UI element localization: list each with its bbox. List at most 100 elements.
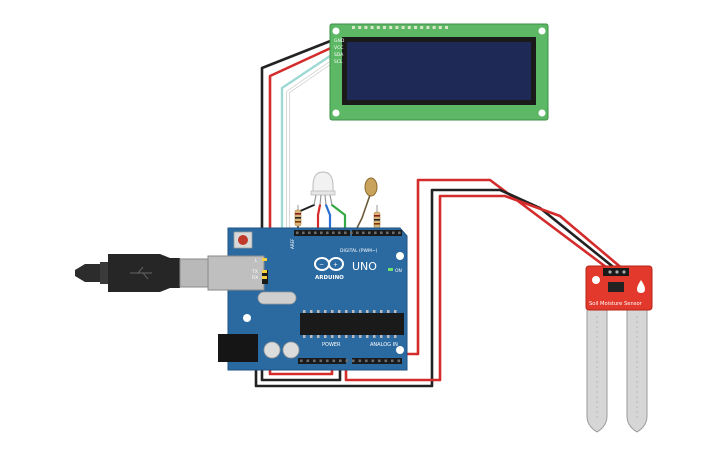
soil-moisture-sensor[interactable]: Soil Moisture Sensor: [585, 265, 653, 433]
header-pin-hole: [319, 359, 323, 363]
sensor-label: Soil Moisture Sensor: [589, 301, 643, 307]
lcd-pin: [401, 26, 405, 29]
svg-text:+: +: [333, 262, 338, 269]
chip-pin: [317, 310, 320, 313]
lcd-pin: [414, 26, 417, 29]
header-pin-hole: [345, 359, 349, 363]
lcd-pin: [407, 26, 411, 29]
header-pin-hole: [397, 359, 401, 363]
power-led: [388, 268, 393, 271]
digital-header-right: [352, 230, 402, 236]
usb-icon: [130, 266, 152, 280]
power-led-label: ON: [395, 268, 402, 274]
arduino-model: UNO: [352, 260, 377, 273]
led-label-rx: RX: [252, 275, 258, 281]
digital-pin-hole: [302, 231, 305, 235]
wire-soil-vcc[interactable]: [358, 178, 612, 356]
chip-pin: [387, 310, 390, 313]
lcd-pin: [370, 26, 374, 29]
crystal-oscillator: [257, 291, 297, 305]
chip-pin: [394, 310, 397, 313]
digital-pin-hole: [320, 231, 323, 235]
header-pin-hole: [332, 359, 336, 363]
lcd-pin-vcc-label: VCC: [334, 45, 343, 51]
lcd-pin: [432, 26, 436, 29]
lcd-pin: [438, 26, 442, 29]
chip-pin: [310, 310, 313, 313]
analog-header: [352, 358, 402, 364]
header-pin-hole: [371, 359, 375, 363]
lcd-pin: [426, 26, 430, 29]
lcd-pin-scl-label: SCL: [334, 59, 343, 65]
led-label-l: L: [255, 258, 258, 264]
chip-pin: [366, 335, 369, 338]
lcd-pin: [420, 26, 424, 29]
svg-text:−: −: [319, 262, 324, 269]
digital-pin-hole: [350, 231, 353, 235]
header-pin-hole: [365, 359, 368, 363]
bottom-pin-holes: [300, 359, 401, 363]
lcd-pin: [358, 26, 362, 29]
digital-pin-hole: [314, 231, 317, 235]
arduino-logo: − + ARDUINO: [314, 257, 344, 281]
drop-icon: [637, 280, 645, 293]
chip-pin: [352, 335, 355, 338]
chip-pin: [338, 335, 341, 338]
lcd-pin-row: [352, 26, 448, 29]
chip-pin: [345, 310, 348, 313]
digital-pin-hole: [344, 231, 347, 235]
digital-pin-hole: [338, 231, 341, 235]
chip-pin: [373, 335, 376, 338]
chip-pin: [338, 310, 341, 313]
chip-pin: [303, 310, 306, 313]
lcd-pin-gnd-label: GND: [334, 38, 345, 44]
digital-pin-hole: [326, 231, 329, 235]
usb-port: [207, 255, 265, 291]
lcd-pin: [445, 26, 448, 29]
wire-soil-signal[interactable]: [344, 194, 626, 382]
mount-hole: [243, 314, 251, 322]
wire-lcd-sda[interactable]: [280, 52, 335, 240]
rgb-led[interactable]: [310, 171, 336, 206]
mount-hole: [332, 27, 340, 35]
digital-pin-hole: [308, 231, 311, 235]
arduino-uno-board[interactable]: L TX RX ON − + ARDUINO UNO DIGITAL (PWM~…: [207, 227, 408, 371]
chip-pin: [366, 310, 369, 313]
led-label-tx: TX: [251, 269, 258, 275]
chip-pin: [324, 335, 327, 338]
reset-button[interactable]: [233, 231, 253, 249]
header-pin-hole: [358, 359, 362, 363]
status-leds: L TX RX: [251, 258, 267, 281]
digital-pin-hole: [374, 231, 377, 235]
lcd-module[interactable]: GND VCC SDA SCL: [329, 23, 549, 121]
wire-lcd-scl[interactable]: [287, 60, 334, 239]
wire-lcd-gnd[interactable]: [260, 38, 342, 382]
sensor-probe-right: [626, 307, 648, 433]
mount-hole: [332, 109, 340, 117]
arduino-brand: ARDUINO: [315, 275, 344, 281]
chip-pin: [394, 335, 397, 338]
chip-pin: [345, 335, 348, 338]
chip-pin: [373, 310, 376, 313]
mount-hole: [538, 109, 546, 117]
lcd-pin-sda-label: SDA: [334, 52, 344, 58]
usb-cable[interactable]: [75, 254, 209, 292]
dc-power-jack: [218, 334, 258, 362]
header-pin-hole: [300, 359, 303, 363]
sensor-probe-left: [586, 307, 608, 433]
mount-hole: [396, 252, 404, 260]
buzzer[interactable]: [364, 177, 378, 197]
chip-pin: [303, 335, 306, 338]
digital-pin-hole: [380, 231, 383, 235]
chip-pin: [331, 310, 334, 313]
chip-pin: [359, 335, 362, 338]
header-pin-hole: [339, 359, 342, 363]
chip-pin: [310, 335, 313, 338]
lcd-pin: [383, 26, 386, 29]
header-pin-hole: [391, 359, 394, 363]
lcd-pin: [352, 26, 355, 29]
digital-pin-hole: [386, 231, 389, 235]
lcd-screen: [347, 42, 531, 100]
digital-header-label: DIGITAL (PWM~): [340, 248, 378, 254]
